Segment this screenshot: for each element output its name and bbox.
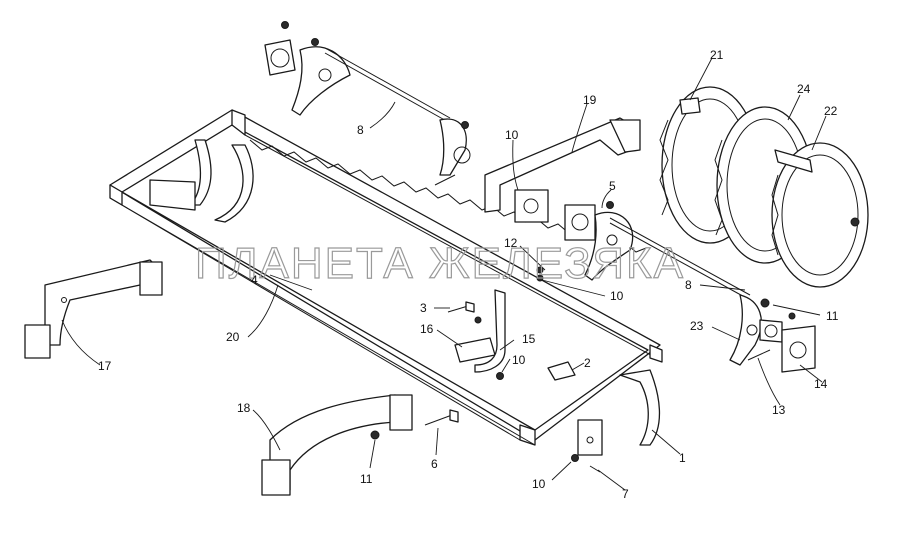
callout-12: 12	[504, 236, 518, 250]
callout-1: 1	[679, 451, 686, 465]
cage-wheels	[659, 86, 869, 288]
bearing-bracket-assembly	[484, 117, 751, 301]
callout-18: 18	[237, 401, 251, 415]
callout-22: 22	[824, 104, 838, 118]
callout-6: 6	[431, 457, 438, 471]
bracket-bottom-18	[261, 394, 459, 496]
leader-lines	[61, 57, 827, 491]
callout-10: 10	[512, 353, 526, 367]
callout-20: 20	[226, 330, 240, 344]
watermark-text: ПЛАНЕТА ЖЕЛЕЗЯКА	[195, 239, 685, 288]
callout-2: 2	[584, 356, 591, 370]
callout-14: 14	[814, 377, 828, 391]
callout-17: 17	[98, 359, 112, 373]
callout-labels: 21 24 22 19 10 5 8 12 4 10 8 11 3 16 15 …	[98, 48, 839, 501]
callout-7: 7	[622, 487, 629, 501]
bracket-left-17	[24, 259, 163, 359]
callout-5: 5	[609, 179, 616, 193]
callout-10: 10	[505, 128, 519, 142]
callout-11: 11	[360, 472, 373, 486]
callout-21: 21	[710, 48, 724, 62]
callout-10: 10	[532, 477, 546, 491]
lower-shaft-assembly	[729, 294, 816, 373]
callout-8: 8	[685, 278, 692, 292]
callout-4: 4	[251, 273, 258, 287]
main-frame	[109, 109, 663, 456]
small-parts	[447, 274, 601, 473]
callout-16: 16	[420, 322, 434, 336]
callout-24: 24	[797, 82, 811, 96]
callout-23: 23	[690, 319, 704, 333]
callout-10: 10	[610, 289, 624, 303]
callout-15: 15	[522, 332, 536, 346]
callout-13: 13	[772, 403, 786, 417]
callout-11: 11	[826, 309, 839, 323]
upper-shaft-assembly	[264, 21, 471, 186]
callout-8: 8	[357, 123, 364, 137]
callout-19: 19	[583, 93, 597, 107]
callout-3: 3	[420, 301, 427, 315]
